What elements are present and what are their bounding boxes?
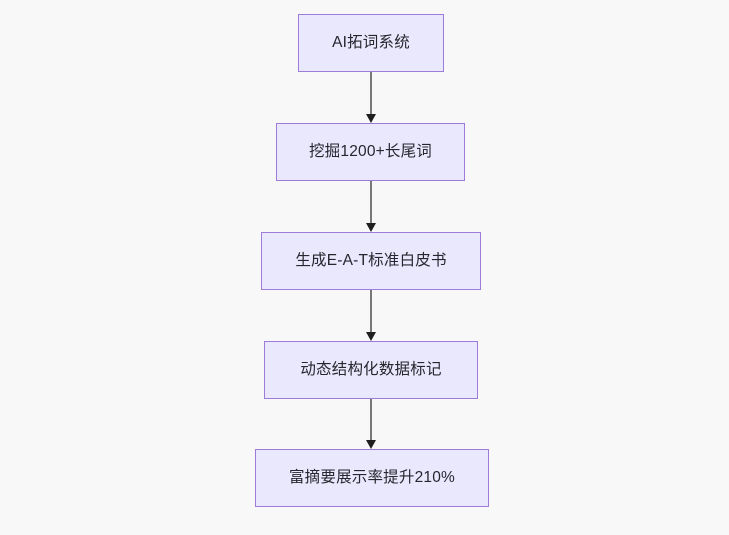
arrowhead-icon <box>365 114 376 123</box>
edge-line <box>370 399 372 440</box>
flow-node-dynamic-structured-data-markup[interactable]: 动态结构化数据标记 <box>264 341 478 399</box>
edge-line <box>370 72 372 114</box>
flow-node-generate-eat-whitepaper[interactable]: 生成E-A-T标准白皮书 <box>261 232 481 290</box>
arrowhead-icon <box>365 332 376 341</box>
arrowhead-icon <box>365 223 376 232</box>
flow-node-rich-snippet-impression-uplift[interactable]: 富摘要展示率提升210% <box>255 449 489 507</box>
flow-node-mine-longtail-keywords[interactable]: 挖掘1200+长尾词 <box>276 123 465 181</box>
edge-line <box>370 290 372 332</box>
edge-line <box>370 181 372 223</box>
arrowhead-icon <box>365 440 376 449</box>
flow-node-ai-keyword-system[interactable]: AI拓词系统 <box>298 14 444 72</box>
